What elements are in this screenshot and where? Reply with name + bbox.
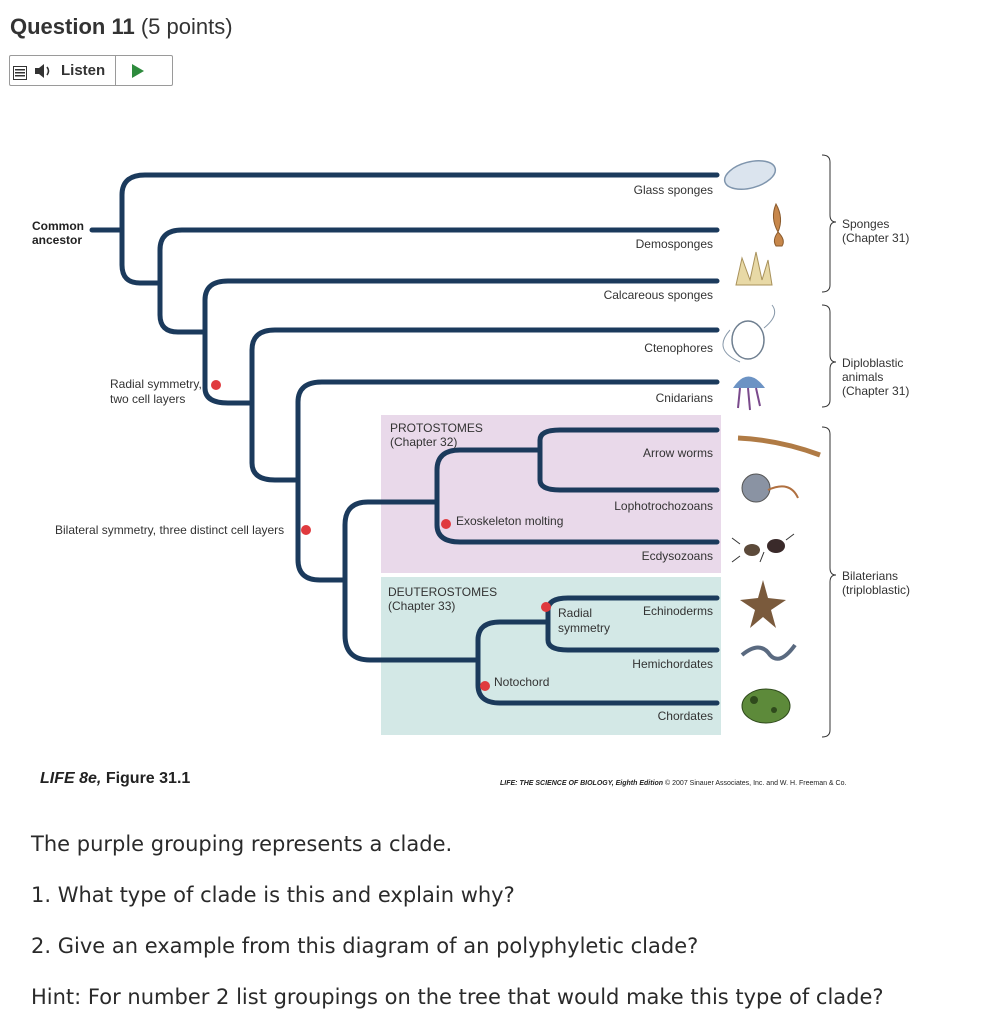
group-diploblastic-1: Diploblastic — [842, 356, 903, 370]
cnidarian-icon — [733, 376, 765, 411]
taxon-ctenophores: Ctenophores — [644, 341, 713, 355]
question-points: (5 points) — [140, 14, 233, 39]
animal-illustrations — [722, 160, 821, 724]
taxon-hemichordates: Hemichordates — [632, 657, 713, 671]
taxon-chordates: Chordates — [658, 709, 713, 723]
common-ancestor-label-2: ancestor — [32, 233, 82, 247]
figure-caption: LIFE 8e, Figure 31.1 — [40, 770, 190, 788]
common-ancestor-label-1: Common — [32, 219, 84, 233]
trait-radial-two-line2: two cell layers — [110, 392, 185, 406]
question-text-1: 1. What type of clade is this and explai… — [31, 883, 515, 907]
taxon-ecdysozoans: Ecdysozoans — [642, 549, 713, 563]
node-radial-two — [211, 380, 221, 390]
group-bilaterians-2: (triploblastic) — [842, 583, 910, 597]
question-title: Question 11 — [10, 14, 135, 39]
trait-radial-line1: Radial — [558, 606, 592, 620]
question-text-2: 2. Give an example from this diagram of … — [31, 934, 699, 958]
taxon-cnidarians: Cnidarians — [656, 391, 713, 405]
trait-radial-line2: symmetry — [558, 621, 610, 635]
lophotrochozoan-icon — [741, 473, 799, 503]
taxon-calcareous-sponges: Calcareous sponges — [604, 288, 713, 302]
question-text-hint: Hint: For number 2 list groupings on the… — [31, 985, 884, 1009]
trait-radial-two-line1: Radial symmetry, — [110, 377, 202, 391]
protostomes-title: PROTOSTOMES — [390, 421, 483, 435]
node-exoskeleton — [441, 519, 451, 529]
listen-button[interactable]: Listen — [9, 55, 173, 86]
taxon-lophotrochozoans: Lophotrochozoans — [614, 499, 713, 513]
trait-notochord: Notochord — [494, 675, 549, 689]
protostomes-chapter: (Chapter 32) — [390, 435, 457, 449]
node-radial — [541, 602, 551, 612]
chordate-frog-icon — [741, 688, 791, 724]
menu-icon[interactable] — [13, 65, 27, 80]
group-bilaterians-1: Bilaterians — [842, 569, 898, 583]
speaker-icon — [35, 63, 50, 78]
phylogeny-figure: Common ancestor Glass sponges Demosponge… — [32, 154, 910, 738]
ctenophore-icon — [722, 304, 776, 363]
node-bilateral — [301, 525, 311, 535]
play-icon[interactable] — [132, 63, 145, 78]
trait-bilateral: Bilateral symmetry, three distinct cell … — [55, 523, 284, 537]
group-braces — [821, 154, 837, 738]
question-header: Question 11 (5 points) — [10, 14, 233, 40]
arrow-worm-icon — [737, 435, 821, 458]
group-diploblastic-3: (Chapter 31) — [842, 384, 909, 398]
deuterostomes-title: DEUTEROSTOMES — [388, 585, 497, 599]
listen-label: Listen — [61, 62, 106, 79]
credit-title: LIFE: THE SCIENCE OF BIOLOGY, Eighth Edi… — [500, 780, 664, 787]
ecdysozoan-icon — [731, 533, 795, 563]
demosponge-icon — [772, 202, 784, 247]
node-notochord — [480, 681, 490, 691]
deuterostomes-chapter: (Chapter 33) — [388, 599, 455, 613]
taxon-glass-sponges: Glass sponges — [634, 183, 713, 197]
group-diploblastic-2: animals — [842, 370, 883, 384]
taxon-demosponges: Demosponges — [636, 237, 713, 251]
taxon-echinoderms: Echinoderms — [643, 604, 713, 618]
group-sponges-2: (Chapter 31) — [842, 231, 909, 245]
listen-divider — [115, 56, 117, 85]
caption-source: LIFE 8e, — [40, 770, 102, 787]
echinoderm-icon — [740, 580, 786, 628]
taxon-arrow-worms: Arrow worms — [643, 446, 713, 460]
calcareous-sponge-icon — [735, 251, 773, 286]
caption-figure: Figure 31.1 — [105, 770, 191, 787]
tree-branches — [89, 172, 720, 706]
credit-rest: © 2007 Sinauer Associates, Inc. and W. H… — [665, 780, 847, 787]
trait-nodes — [211, 380, 551, 691]
figure-credit: LIFE: THE SCIENCE OF BIOLOGY, Eighth Edi… — [500, 780, 846, 787]
glass-sponge-icon — [723, 160, 777, 190]
hemichordate-icon — [740, 643, 797, 661]
question-text-intro: The purple grouping represents a clade. — [31, 832, 453, 856]
trait-exoskeleton: Exoskeleton molting — [456, 514, 563, 528]
group-sponges-1: Sponges — [842, 217, 889, 231]
